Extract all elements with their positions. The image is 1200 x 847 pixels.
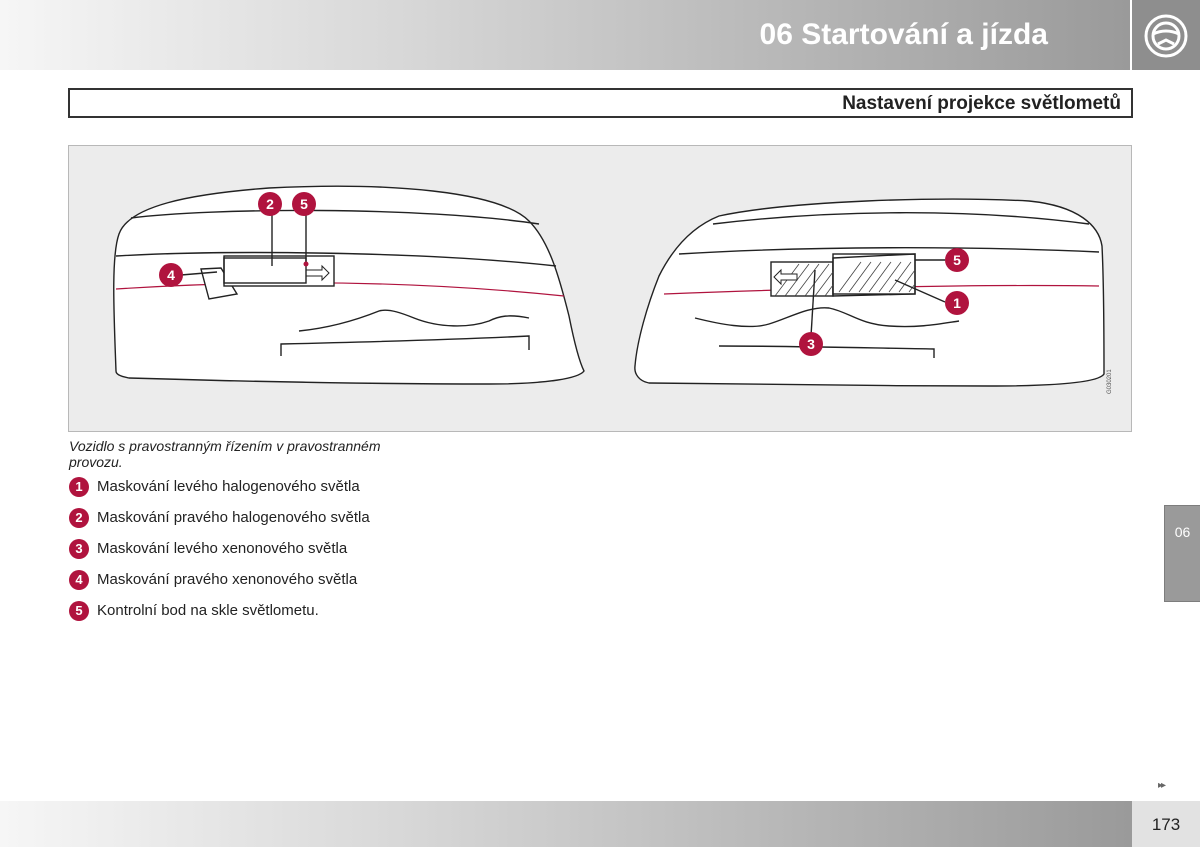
callout-2-left <box>258 192 282 216</box>
callout-5-right <box>945 248 969 272</box>
legend-number: 5 <box>69 601 89 621</box>
legend-text: Kontrolní bod na skle světlometu. <box>97 602 319 619</box>
chapter-title: 06 Startování a jízda <box>759 18 1048 51</box>
steering-wheel-icon <box>1144 14 1188 58</box>
legend-text: Maskování pravého halogenového světla <box>97 509 370 526</box>
callout-1-right <box>945 291 969 315</box>
callout-2-label: 2 <box>266 196 274 212</box>
next-page-icon: ▸▸ <box>1158 780 1166 791</box>
page-number-box: 173 <box>1132 801 1200 847</box>
footer-bar <box>0 801 1132 847</box>
header-bar: 06 Startování a jízda <box>0 0 1130 70</box>
legend-item: 1 Maskování levého halogenového světla <box>69 477 370 508</box>
legend-number: 4 <box>69 570 89 590</box>
chapter-side-tab[interactable]: 06 <box>1164 505 1200 602</box>
legend-number: 3 <box>69 539 89 559</box>
callout-5-left <box>292 192 316 216</box>
legend-item: 3 Maskování levého xenonového světla <box>69 539 370 570</box>
callout-3-label: 3 <box>807 336 815 352</box>
page-number: 173 <box>1151 815 1181 834</box>
callout-3-right <box>799 332 823 356</box>
headlight-illustration: 2 5 4 5 1 3 <box>113 185 1105 387</box>
legend-item: 4 Maskování pravého xenonového světla <box>69 570 370 601</box>
chapter-icon-box <box>1132 0 1200 70</box>
callout-5r-label: 5 <box>953 252 961 268</box>
figure-code: G030201 <box>1107 369 1113 394</box>
section-title: Nastavení projekce světlometů <box>842 93 1121 114</box>
right-callouts: 5 1 3 <box>799 248 969 356</box>
left-headlight <box>113 185 585 385</box>
callout-1-label: 1 <box>953 295 961 311</box>
callout-5-label: 5 <box>300 196 308 212</box>
legend-item: 2 Maskování pravého halogenového světla <box>69 508 370 539</box>
side-tab-label: 06 <box>1174 524 1191 540</box>
legend-item: 5 Kontrolní bod na skle světlometu. <box>69 601 370 632</box>
legend-text: Maskování levého xenonového světla <box>97 540 348 557</box>
right-headlight <box>634 198 1105 387</box>
section-header: Nastavení projekce světlometů <box>68 88 1133 118</box>
legend-text: Maskování pravého xenonového světla <box>97 571 358 588</box>
figure-caption: Vozidlo s pravostranným řízením v pravos… <box>69 438 381 470</box>
legend-number: 1 <box>69 477 89 497</box>
left-callouts: 2 5 4 <box>159 192 316 287</box>
callout-4-left <box>159 263 183 287</box>
headlight-figure: 2 5 4 5 1 3 G030201 <box>68 145 1132 432</box>
legend-text: Maskování levého halogenového světla <box>97 478 360 495</box>
callout-4-label: 4 <box>167 267 175 283</box>
legend-number: 2 <box>69 508 89 528</box>
